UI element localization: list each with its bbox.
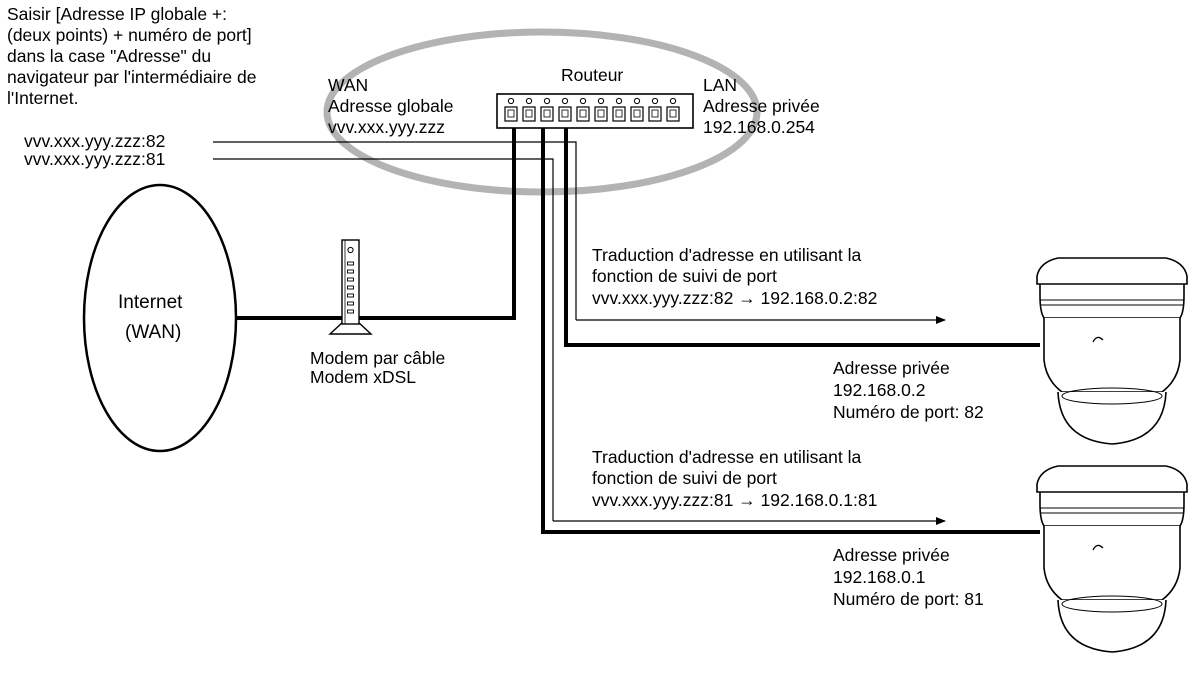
router-port-socket-inner (579, 109, 587, 118)
dome-camera-2 (1036, 465, 1188, 653)
url-leader-lines (213, 141, 577, 521)
camera-1-port: Numéro de port: 82 (833, 402, 984, 422)
modem-label-cable: Modem par câble (310, 348, 446, 368)
url-port-81: vvv.xxx.yyy.zzz:81 (24, 149, 166, 169)
router-port-socket (666, 106, 680, 122)
wan-title: WAN (328, 75, 369, 95)
instruction-text: Saisir [Adresse IP globale +: (deux poin… (7, 4, 257, 108)
url-port-82: vvv.xxx.yyy.zzz:82 (24, 131, 166, 151)
router-port-led (597, 97, 605, 105)
router-port-socket (594, 106, 608, 122)
network-cables (236, 110, 1040, 534)
router-port-led (525, 97, 533, 105)
router-port-led (633, 97, 641, 105)
cable-router-camera-2 (541, 110, 1040, 534)
router-port-socket-inner (669, 109, 677, 118)
router-port-socket (612, 106, 626, 122)
url-82-leader (213, 141, 577, 320)
router-port-led (561, 97, 569, 105)
modem-status-led (347, 293, 354, 298)
router-port-socket (576, 106, 590, 122)
router-port-socket-inner (615, 109, 623, 118)
internet-wan-label: (WAN) (125, 322, 182, 343)
translation-1-line1: Traduction d'adresse en utilisant la (592, 245, 862, 265)
modem-status-led (347, 269, 354, 274)
translation-2-mapping: vvv.xxx.yyy.zzz:81 → 192.168.0.1:81 (592, 490, 878, 510)
router-port-socket (540, 106, 554, 122)
router-port-socket-inner (561, 109, 569, 118)
router-port-led (507, 97, 515, 105)
wan-address-label: Adresse globale (328, 96, 454, 116)
modem-label-xdsl: Modem xDSL (310, 367, 417, 387)
lan-router-address: 192.168.0.254 (703, 117, 815, 137)
camera-2-port: Numéro de port: 81 (833, 589, 984, 609)
router-port-socket (648, 106, 662, 122)
dome-camera-1 (1036, 257, 1188, 445)
modem-body (341, 239, 360, 325)
router-port-socket-inner (543, 109, 551, 118)
translation-1-line2: fonction de suivi de port (592, 266, 777, 286)
modem-status-led (347, 285, 354, 290)
camera-1-address-label: Adresse privée (833, 358, 950, 378)
camera-2-address-label: Adresse privée (833, 545, 950, 565)
router-port-socket-inner (525, 109, 533, 118)
translation-2-line1: Traduction d'adresse en utilisant la (592, 447, 862, 467)
router-port-socket (558, 106, 572, 122)
translation-2-line2: fonction de suivi de port (592, 468, 777, 488)
camera-2-ip: 192.168.0.1 (833, 567, 926, 587)
router-port-led (669, 97, 677, 105)
router-port-led (579, 97, 587, 105)
cable-router-camera-1 (564, 110, 1040, 347)
translation-1-mapping: vvv.xxx.yyy.zzz:82 → 192.168.0.2:82 (592, 288, 878, 308)
router-port-socket-inner (507, 109, 515, 118)
router-port-socket-inner (651, 109, 659, 118)
camera-1-ip: 192.168.0.2 (833, 380, 926, 400)
router-device (496, 93, 694, 129)
router-ports (504, 97, 680, 122)
router-label: Routeur (561, 65, 624, 85)
modem-leds (347, 246, 354, 314)
router-port-led (615, 97, 623, 105)
lan-address-label: Adresse privée (703, 96, 820, 116)
router-port-socket (522, 106, 536, 122)
cable-internet-modem-router (236, 110, 516, 320)
translation-arrows (553, 316, 946, 525)
router-port-led (543, 97, 551, 105)
url-81-leader (213, 158, 554, 521)
internet-label: Internet (118, 292, 183, 313)
router-port-socket (504, 106, 518, 122)
modem-status-led (347, 277, 354, 282)
modem-status-led (347, 261, 354, 266)
internet-ellipse (82, 183, 238, 453)
router-port-socket-inner (597, 109, 605, 118)
router-port-socket-inner (633, 109, 641, 118)
modem-device (328, 239, 373, 335)
lan-title: LAN (703, 75, 738, 95)
router-port-led (651, 97, 659, 105)
router-port-socket (630, 106, 644, 122)
modem-status-led (347, 309, 354, 314)
modem-power-led (347, 246, 354, 254)
wan-global-address: vvv.xxx.yyy.zzz (328, 117, 445, 137)
modem-status-led (347, 301, 354, 306)
